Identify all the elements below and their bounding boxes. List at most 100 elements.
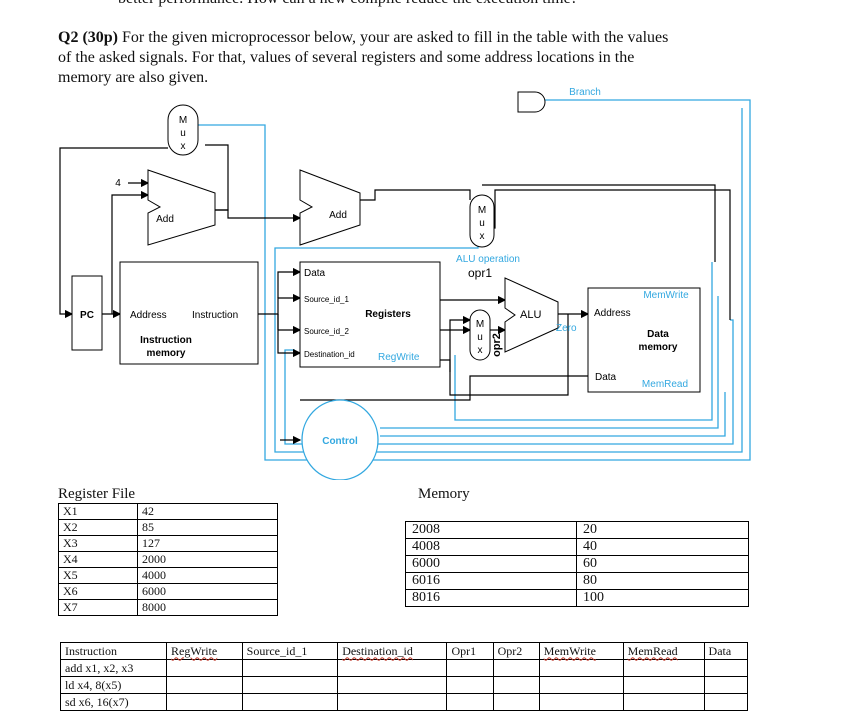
memread-label: MemRead [642, 379, 688, 390]
answer-cell[interactable] [166, 659, 243, 677]
answer-cell[interactable] [241, 693, 339, 711]
memory-value: 20 [576, 521, 749, 539]
register-value: 4000 [137, 567, 278, 584]
answer-cell[interactable] [538, 676, 624, 694]
pc-register [71, 275, 103, 351]
answer-cell[interactable] [166, 676, 243, 694]
register-name: X7 [58, 599, 138, 616]
branch-adder [299, 169, 361, 246]
memory-address: 6000 [405, 555, 577, 573]
answer-cell[interactable] [622, 693, 705, 711]
branch-mux-u: u [479, 218, 485, 229]
answer-cell[interactable] [703, 659, 749, 677]
register-name: X1 [58, 503, 138, 520]
alu-label: ALU [520, 309, 541, 321]
register-name: X4 [58, 551, 138, 568]
signal-header: MemRead [622, 642, 705, 660]
alu-mux-m: M [476, 319, 484, 330]
answer-cell[interactable] [241, 659, 339, 677]
answer-cell[interactable] [337, 676, 448, 694]
branch-mux-x: x [480, 231, 485, 242]
answer-cell[interactable] [622, 676, 705, 694]
register-value: 85 [137, 519, 278, 536]
register-value: 2000 [137, 551, 278, 568]
register-value: 6000 [137, 583, 278, 600]
memory-address: 4008 [405, 538, 577, 556]
im-address-label: Address [130, 310, 167, 321]
instruction-cell: ld x4, 8(x5) [59, 676, 168, 694]
registers-label: Registers [365, 309, 411, 320]
answer-cell[interactable] [446, 693, 494, 711]
reg-data-label: Data [304, 268, 326, 279]
answer-cell[interactable] [492, 693, 540, 711]
question-line-3: memory are also given. [58, 69, 209, 86]
signal-header: Opr1 [446, 642, 494, 660]
question-label: Q2 (30p) [58, 29, 118, 46]
previous-question-fragment: better performance. How can a new compil… [118, 0, 578, 8]
dm-title-1: Data [647, 329, 669, 340]
dm-address-label: Address [594, 308, 631, 319]
signal-header: RegWrite [166, 642, 243, 660]
instruction-cell: add x1, x2, x3 [59, 659, 168, 677]
alu-block [504, 277, 559, 353]
signal-header: Destination_id [337, 642, 448, 660]
register-name: X3 [58, 535, 138, 552]
answer-cell[interactable] [538, 693, 624, 711]
signal-header: Source_id_1 [241, 642, 339, 660]
answer-cell[interactable] [492, 676, 540, 694]
answer-cell[interactable] [241, 676, 339, 694]
answer-cell[interactable] [446, 659, 494, 677]
answer-cell[interactable] [446, 676, 494, 694]
signal-header: MemWrite [538, 642, 624, 660]
memory-value: 40 [576, 538, 749, 556]
answer-cell[interactable] [703, 693, 749, 711]
memory-title: Memory [418, 486, 470, 502]
im-title-2: memory [147, 348, 186, 359]
register-name: X2 [58, 519, 138, 536]
register-file-block [299, 261, 441, 368]
instruction-memory [119, 261, 259, 365]
answer-cell[interactable] [337, 693, 448, 711]
reg-source2-label: Source_id_2 [304, 327, 349, 336]
dm-title-2: memory [639, 342, 678, 353]
answer-cell[interactable] [622, 659, 705, 677]
answer-cell[interactable] [538, 659, 624, 677]
signal-row: sd x6, 16(x7) [59, 693, 749, 711]
signal-row: add x1, x2, x3 [59, 659, 749, 677]
answer-cell[interactable] [337, 659, 448, 677]
alu-mux-u: u [477, 332, 483, 343]
register-value: 42 [137, 503, 278, 520]
pc-mux-m: M [179, 115, 187, 126]
register-value: 8000 [137, 599, 278, 616]
answer-cell[interactable] [703, 676, 749, 694]
pc-mux-x: x [181, 141, 186, 152]
memory-address: 8016 [405, 589, 577, 607]
constant-four: 4 [115, 178, 121, 189]
pc-mux-u: u [180, 128, 186, 139]
opr2-label: opr2 [491, 333, 503, 357]
alu-operation-label: ALU operation [456, 254, 520, 265]
memory-value: 80 [576, 572, 749, 590]
answer-cell[interactable] [492, 659, 540, 677]
data-memory [587, 287, 701, 393]
alu-mux-x: x [478, 345, 483, 356]
memory-value: 60 [576, 555, 749, 573]
memory-value: 100 [576, 589, 749, 607]
datapath-diagram: M u x 4 Add Add PC Address Instruction I… [59, 87, 751, 480]
control-wires [184, 99, 751, 461]
answer-cell[interactable] [166, 693, 243, 711]
pc-adder [147, 169, 216, 246]
question-line-2: of the asked signals. For that, values o… [58, 49, 635, 66]
signal-header: Data [703, 642, 749, 660]
dm-data-label: Data [595, 372, 617, 383]
